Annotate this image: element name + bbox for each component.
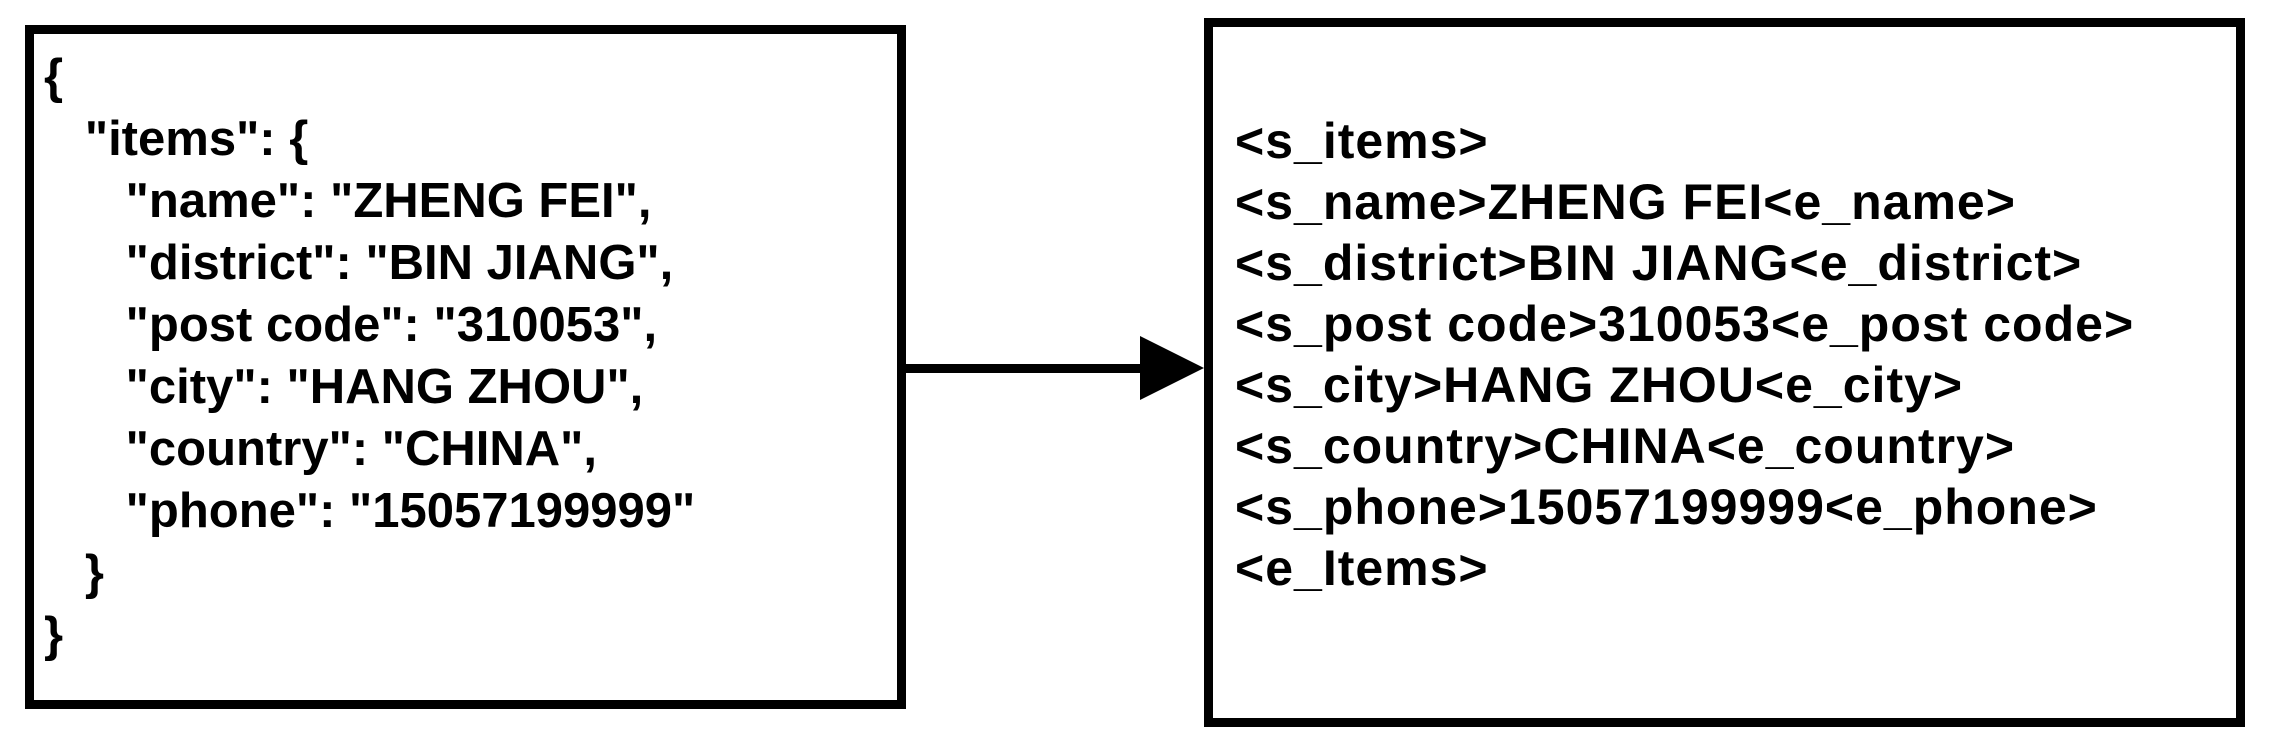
json-code-line: "district": "BIN JIANG", (44, 236, 674, 290)
json-code-line: "items": { (44, 112, 309, 166)
token-code-line: <s_post code>310053<e_post code> (1235, 296, 2135, 352)
token-sequence-box: <s_items> <s_name>ZHENG FEI<e_name> <s_d… (1204, 18, 2245, 727)
token-code-line: <s_district>BIN JIANG<e_district> (1235, 235, 2083, 291)
token-code-block: <s_items> <s_name>ZHENG FEI<e_name> <s_d… (1213, 27, 2236, 718)
json-code-block: { "items": { "name": "ZHENG FEI", "distr… (34, 34, 897, 700)
token-code-line: <s_city>HANG ZHOU<e_city> (1235, 357, 1964, 413)
token-code-line: <s_items> (1235, 113, 1489, 169)
json-code-line: "name": "ZHENG FEI", (44, 174, 652, 228)
json-code-line: { (44, 50, 64, 104)
json-code-line: "post code": "310053", (44, 298, 658, 352)
token-code-line: <s_name>ZHENG FEI<e_name> (1235, 174, 2016, 230)
token-code-line: <s_phone>15057199999<e_phone> (1235, 479, 2098, 535)
arrow-right-icon (1140, 336, 1204, 400)
token-code-line: <s_country>CHINA<e_country> (1235, 418, 2016, 474)
json-code-line: "country": "CHINA", (44, 422, 597, 476)
token-code-line: <e_Items> (1235, 540, 1489, 596)
json-input-box: { "items": { "name": "ZHENG FEI", "distr… (25, 25, 906, 709)
arrow-shaft (905, 364, 1151, 373)
json-code-line: } (44, 608, 64, 662)
json-code-line: "city": "HANG ZHOU", (44, 360, 644, 414)
json-code-line: "phone": "15057199999" (44, 484, 696, 538)
json-code-line: } (44, 546, 104, 600)
conversion-arrow (905, 330, 1205, 406)
